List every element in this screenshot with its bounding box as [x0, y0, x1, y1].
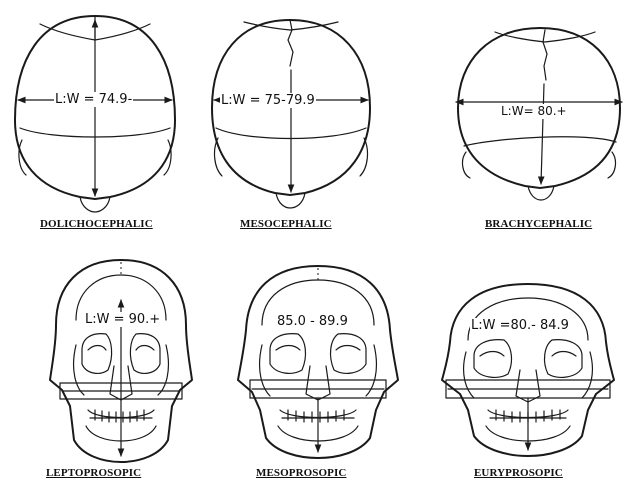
mesoprosopic-ratio-label: 85.0 - 89.9: [276, 314, 349, 329]
mesocephalic-skull-drawing: [212, 20, 370, 208]
leptoprosopic-ratio-label: L:W = 90.+: [84, 312, 161, 327]
leptoprosopic-skull-drawing: [50, 260, 192, 462]
leptoprosopic-caption: LEPTOPROSOPIC: [46, 467, 141, 479]
mesoprosopic-skull-drawing: [238, 266, 398, 458]
dolichocephalic-skull-drawing: [15, 16, 175, 212]
mesocephalic-caption: MESOCEPHALIC: [240, 218, 332, 230]
euryprosopic-skull-drawing: [442, 284, 614, 456]
length-axis-arrow: [541, 84, 544, 184]
mesoprosopic-caption: MESOPROSOPIC: [256, 467, 346, 479]
brachycephalic-ratio-label: L:W= 80.+: [500, 104, 568, 119]
mesocephalic-ratio-label: L:W = 75-79.9: [220, 93, 316, 108]
euryprosopic-caption: EURYPROSOPIC: [474, 467, 563, 479]
dolichocephalic-caption: DOLICHOCEPHALIC: [40, 218, 153, 230]
dolichocephalic-ratio-label: L:W = 74.9-: [54, 92, 133, 107]
euryprosopic-ratio-label: L:W =80.- 84.9: [470, 318, 570, 333]
brachycephalic-caption: BRACHYCEPHALIC: [485, 218, 592, 230]
